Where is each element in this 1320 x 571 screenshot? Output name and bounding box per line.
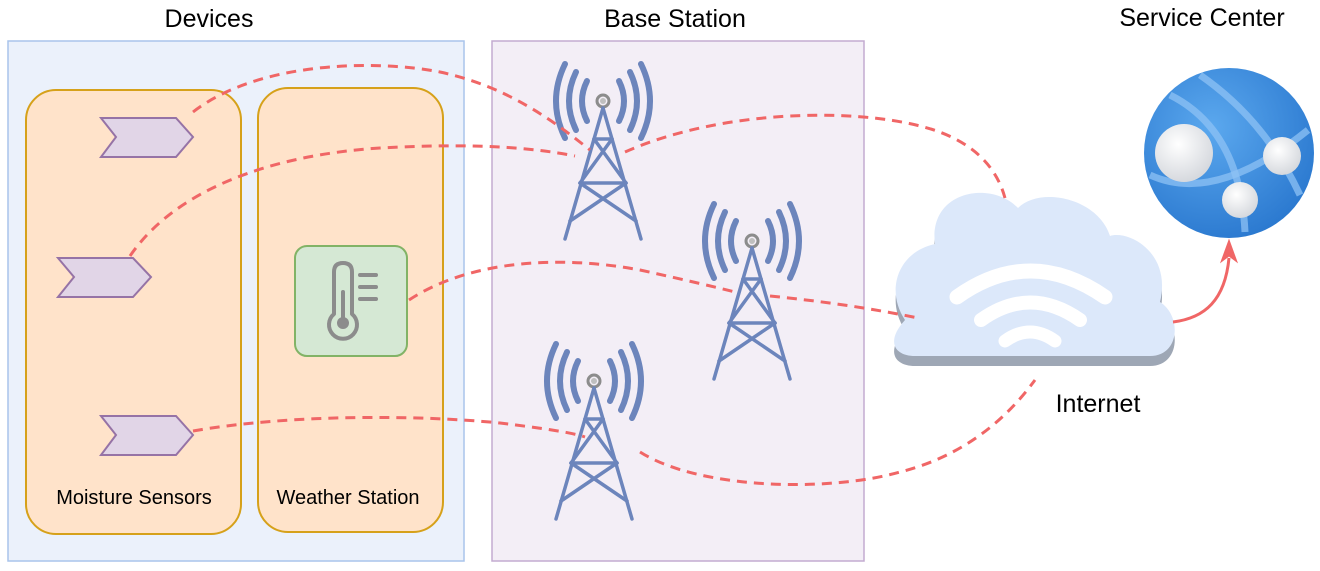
wifi-cloud-icon xyxy=(894,192,1175,366)
moisture-sensor-3-icon xyxy=(98,415,195,456)
thermometer-icon xyxy=(294,245,408,357)
moisture-sensor-1-icon xyxy=(98,117,195,158)
link-sensor1-tower1 xyxy=(192,64,591,152)
base-station-section-title: Base Station xyxy=(604,5,746,33)
web-app-globe-icon xyxy=(1144,68,1314,238)
service-center-section-title: Service Center xyxy=(1119,4,1284,32)
link-sensor3-tower3 xyxy=(192,415,586,439)
link-tower3-internet xyxy=(639,379,1037,487)
link-thermometer-tower2 xyxy=(408,260,736,302)
moisture-sensor-2-icon xyxy=(55,257,153,298)
link-tower1-internet xyxy=(624,113,1007,199)
base-station-panel xyxy=(491,40,865,562)
arrow-head-icon xyxy=(1219,238,1239,264)
link-sensor2-tower1 xyxy=(128,144,576,257)
moisture-sensors-group xyxy=(25,89,242,535)
link-tower2-internet xyxy=(769,294,919,320)
link-internet-service-center xyxy=(1172,257,1231,324)
devices-section-title: Devices xyxy=(165,5,254,33)
weather-station-label: Weather Station xyxy=(276,487,419,509)
moisture-sensors-label: Moisture Sensors xyxy=(56,487,212,509)
internet-label: Internet xyxy=(1056,390,1141,418)
